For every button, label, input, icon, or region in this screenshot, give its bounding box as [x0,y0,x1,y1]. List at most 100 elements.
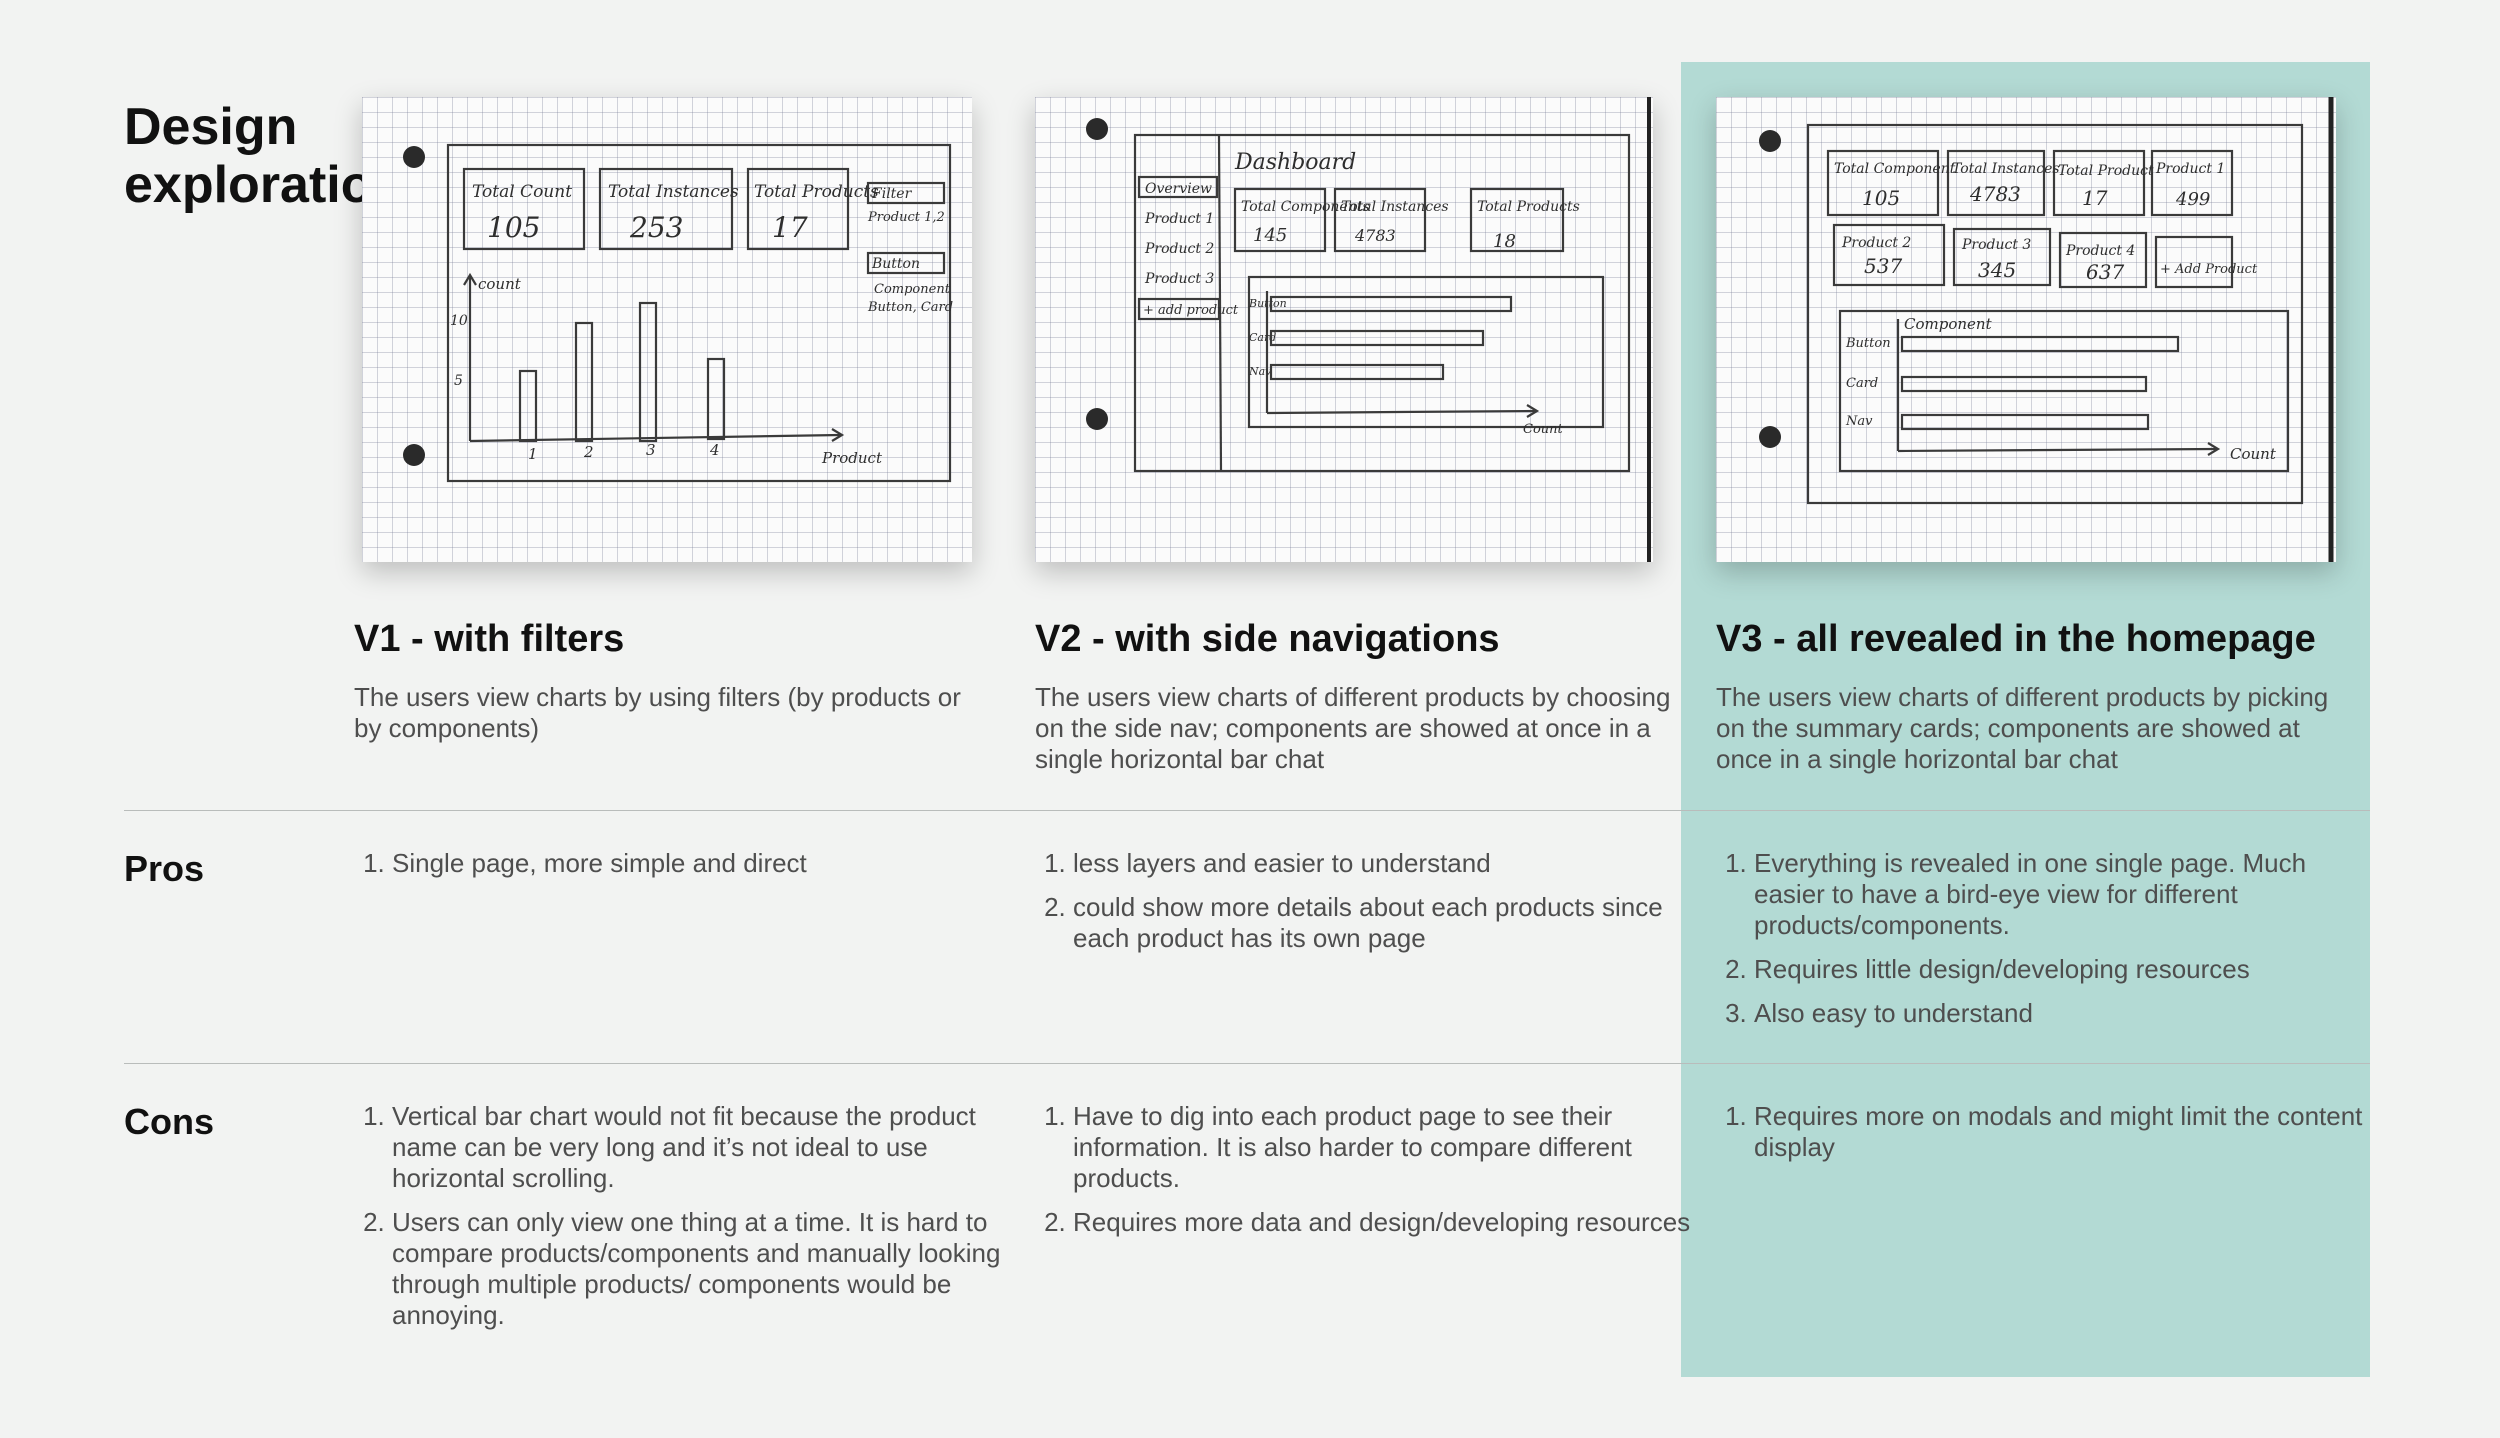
sketch-bar [1900,413,2150,431]
v1-description: The users view charts by using filters (… [354,682,961,743]
sketch-card-value: 17 [2082,186,2108,210]
sketch-card-value: 4783 [1969,182,2021,206]
sketch-card [1952,227,2052,287]
v3-pros-list: Everything is revealed in one single pag… [1716,848,2384,1042]
sketch-y-tick: 10 [450,313,468,329]
sketch-filter-dropdown [866,181,946,205]
binder-hole [403,444,425,466]
sketch-component-label: Component [874,282,951,297]
sketch-card-label: Total Count [472,182,572,202]
sketch-v3-drawing: Total Component 105 Total Instances 4783… [1759,97,2334,562]
sketch-bar [1269,363,1445,381]
v3-cons-list: Requires more on modals and might limit … [1716,1101,2384,1176]
sketch-button-dropdown [866,251,946,275]
sketch-nav-selected [1137,175,1219,199]
sketch-x-axis-label: Product [821,449,883,467]
sketch-card-label: Product 4 [2065,243,2135,259]
sketch-x-tick: 4 [709,441,720,459]
cons-item: Have to dig into each product page to se… [1073,1101,1703,1194]
sketch-card-value: 17 [772,211,808,244]
sketch-component-value: Button, Card [867,300,953,315]
pros-item: Everything is revealed in one single pag… [1754,848,2384,941]
sketch-bar-label: Button [1248,297,1287,310]
sketch-card-label: + Add Product [2160,262,2258,277]
v1-cons-list: Vertical bar chart would not fit because… [354,1101,1022,1344]
sketch-nav-item: Product 3 [1144,271,1214,287]
sketch-add-product [1137,297,1221,321]
sketch-bar [1269,295,1513,313]
sketch-filter-value: Product 1,2 [867,210,945,225]
sketch-x-tick: 3 [646,441,656,459]
sketch-card-label: Total Instances [608,182,739,202]
sketch-bar-label: Card [1846,376,1878,391]
sketch-bar [1900,375,2148,393]
cons-item: Requires more on modals and might limit … [1754,1101,2384,1163]
sketch-card-label: Total Products [754,182,879,202]
cons-label: Cons [124,1101,214,1142]
sketch-x-tick: 2 [583,443,594,461]
v1-pros-list: Single page, more simple and direct [354,848,1022,892]
sketch-bar [638,301,658,443]
sketch-y-axis-label: count [478,275,522,293]
v2-cons-list: Have to dig into each product page to se… [1035,1101,1703,1251]
sketch-v2-drawing: Dashboard Overview Product 1 Product 2 P… [1086,97,1651,562]
sketch-add-product [2154,235,2234,289]
sketch-chart-label: Component [1904,315,1993,333]
sketch-card [1469,187,1565,253]
sketch-chart-frame [1247,275,1605,429]
sketch-card-label: Total Products [1477,199,1580,215]
sketch-x-tick: 1 [528,445,538,463]
sketch-card-label: Product 1 [2155,161,2225,177]
sketch-card [1333,187,1427,253]
sketch-chart-frame [1838,309,2290,473]
sketch-card [2052,149,2146,217]
sketch-card-label: Total Product [2058,163,2154,179]
sketch-card-value: 637 [2086,260,2124,284]
pros-item: Requires little design/developing resour… [1754,954,2384,985]
sketch-v1-drawing: Total Count 105 Total Instances 2 5 3 Tota… [403,143,953,483]
page-title: Design exploration [124,98,374,214]
sketch-card-label: Total Components [1241,199,1370,215]
sketch-bar [1269,329,1485,347]
v2-description: The users view charts of different produ… [1035,682,1671,774]
sketch-v2-image: Dashboard Overview Product 1 Product 2 P… [1035,97,1653,562]
sketch-card-value: 145 [1253,225,1287,246]
sketch-nav-item: Product 2 [1144,241,1214,257]
sketch-card-value: 18 [1493,231,1516,252]
sketch-nav-item: Overview [1145,181,1212,197]
sketch-filter-label: Filter [871,186,913,202]
v3-description: The users view charts of different produ… [1716,682,2329,774]
sketch-card [1946,149,2046,217]
v2-title: V2 - with side navigations [1035,618,1500,660]
sketch-button-label: Button [871,256,920,272]
sketch-bar [706,357,726,441]
sketch-card-value: 499 [2175,189,2210,210]
sketch-card [1826,149,1940,217]
binder-hole [1759,426,1781,448]
sketch-card-value: 345 [1978,258,2016,282]
sketch-card-label: Total Instances [1952,161,2060,177]
sketch-card-value: 4783 [1354,226,1396,245]
row-divider [124,1063,2370,1064]
sketch-nav-item: + add product [1143,303,1239,318]
sketch-bar [574,321,594,443]
sketch-y-tick: 5 [454,373,463,389]
pros-item: less layers and easier to understand [1073,848,1703,879]
sketch-bar [1900,335,2180,353]
sketch-card-value: 105 [1862,186,1900,210]
binder-hole [1759,130,1781,152]
sketch-bar-label: Button [1845,336,1891,351]
binder-hole [403,146,425,168]
pros-item: could show more details about each produ… [1073,892,1703,954]
sketch-card-value: 105 [487,211,540,244]
sketch-card [2058,231,2148,289]
sketch-card-label: Total Instances [1341,199,1449,215]
sketch-x-axis-label: Count [2230,445,2277,463]
binder-hole [1086,408,1108,430]
pros-item: Also easy to understand [1754,998,2384,1029]
sketch-card-label: Total Component [1834,161,1956,177]
sketch-nav-item: Product 1 [1144,211,1214,227]
pros-label: Pros [124,848,205,889]
cons-item: Users can only view one thing at a time.… [392,1207,1022,1331]
sketch-card-label: Product 2 [1841,235,1911,251]
